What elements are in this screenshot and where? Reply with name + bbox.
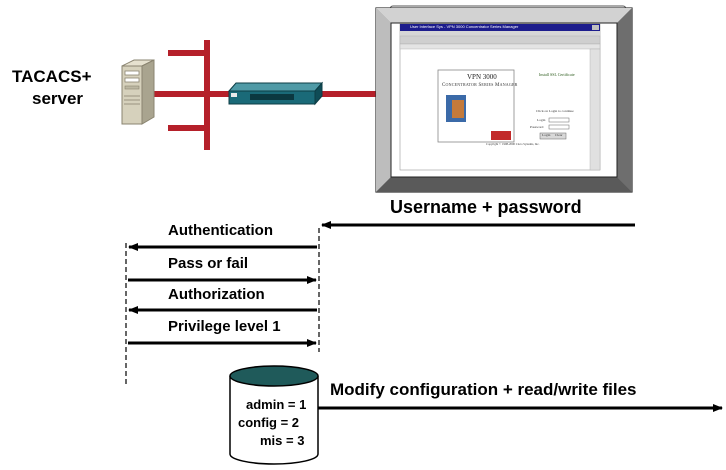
vpn-concentrator-icon	[227, 81, 324, 106]
db-entry-config: config = 2	[238, 415, 300, 430]
splash-subtitle: Concentrator Series Manager	[442, 83, 518, 88]
server-label-line1: TACACS+	[12, 67, 92, 86]
server-label-line2: server	[32, 89, 84, 108]
splash-title: VPN 3000	[467, 73, 497, 81]
db-entry-admin: admin = 1	[246, 397, 307, 412]
password-label: Password	[530, 125, 544, 129]
browser-window-title: User Interface Sys - VPN 3000 Concentrat…	[410, 24, 519, 29]
db-entry-mis: mis = 3	[260, 433, 305, 448]
modify-configuration-label: Modify configuration + read/write files	[330, 380, 637, 399]
login-prompt: Click on Login to continue	[536, 109, 574, 113]
install-ssl-link: Install SSL Certificate	[539, 72, 575, 77]
pass-or-fail-label: Pass or fail	[168, 255, 249, 272]
database-icon	[229, 365, 319, 465]
message-flow	[125, 221, 723, 412]
login-button: Login	[542, 133, 551, 137]
authentication-label: Authentication	[168, 222, 273, 239]
username-password-label: Username + password	[390, 197, 582, 217]
server-icon	[121, 59, 155, 125]
clear-button: Clear	[555, 133, 563, 137]
login-label: Login	[537, 118, 546, 122]
monitor	[375, 5, 633, 193]
authorization-label: Authorization	[168, 286, 265, 303]
privilege-level-label: Privilege level 1	[168, 318, 281, 335]
copyright-text: Copyright © 1998-2000 Cisco Systems, Inc…	[486, 142, 540, 146]
